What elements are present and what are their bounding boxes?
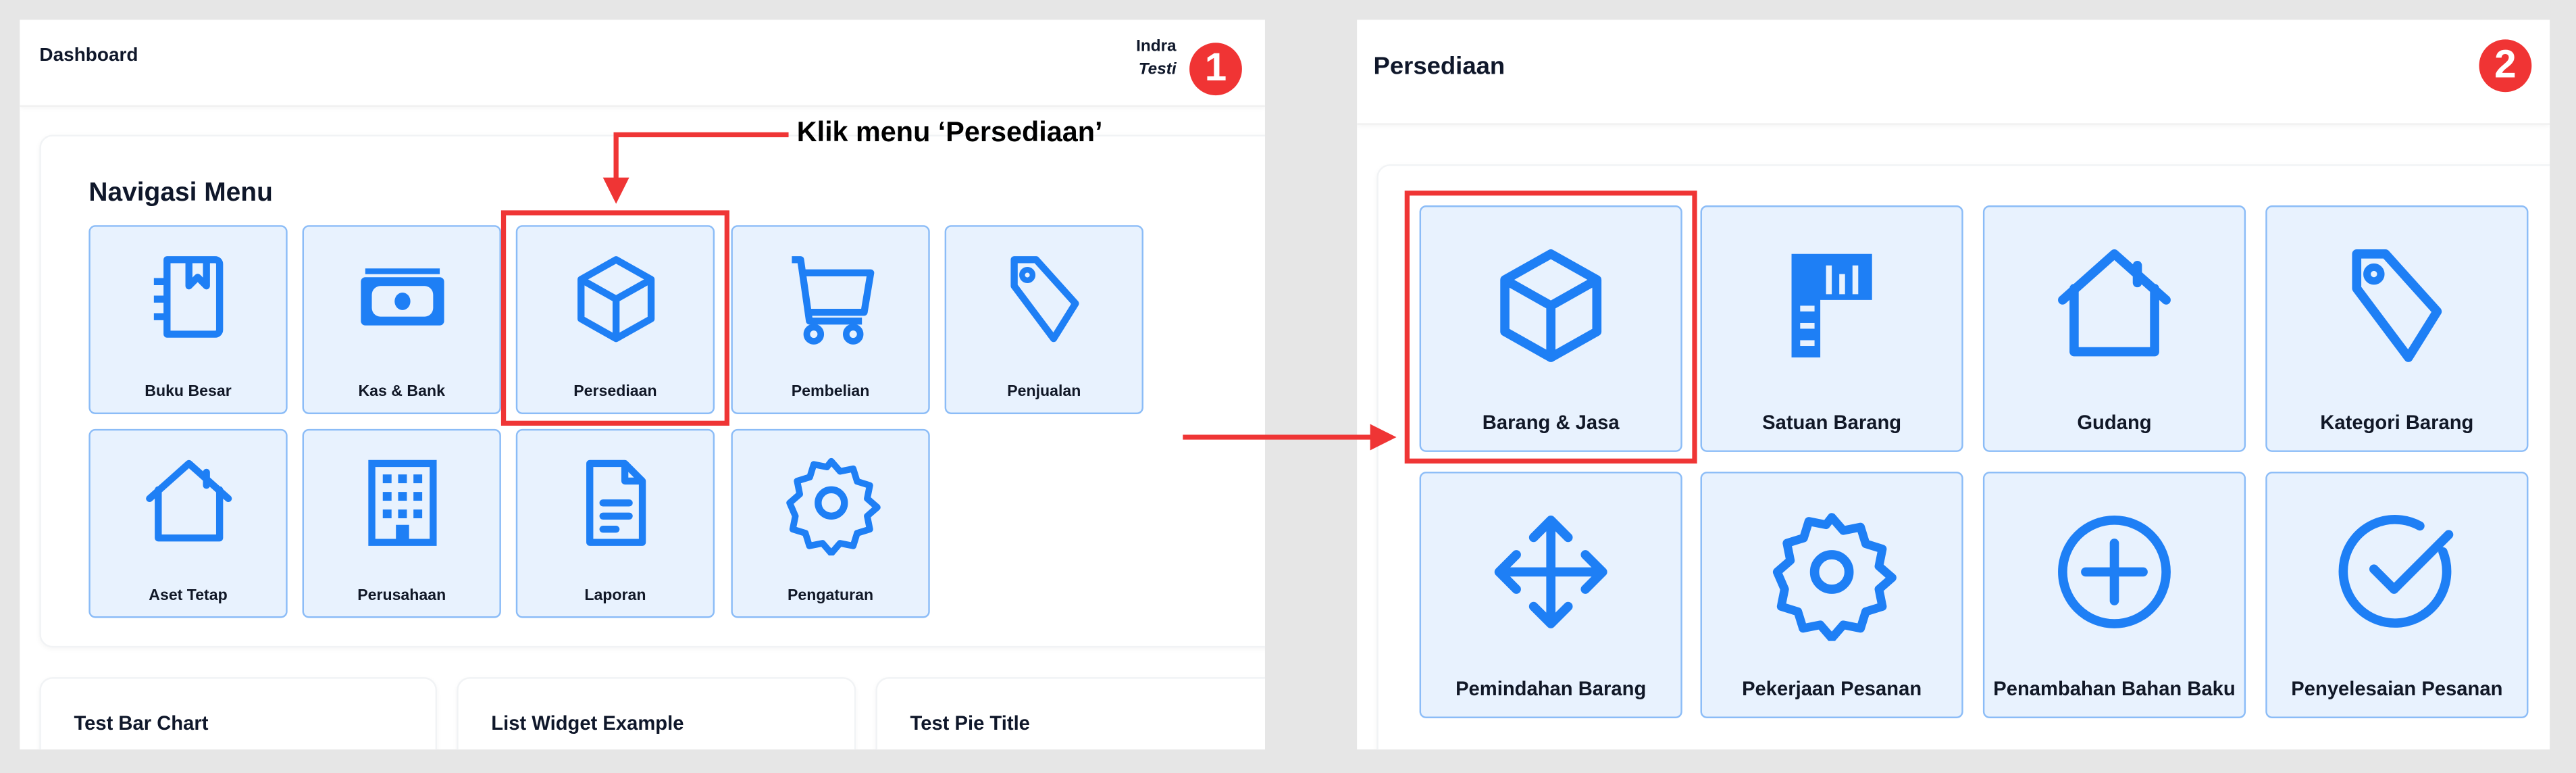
nav-title: Navigasi Menu [88, 179, 273, 207]
box-icon [1500, 249, 1602, 362]
tag-icon [2352, 249, 2442, 362]
menu-tile-penambahan-bahan-baku[interactable]: Penambahan Bahan Baku [1982, 472, 2246, 718]
menu-tile-penjualan[interactable]: Penjualan [944, 225, 1143, 414]
move-arrows-icon [1494, 516, 1607, 628]
tile-label: Penyelesaian Pesanan [2291, 677, 2503, 701]
menu-tile-gudang[interactable]: Gudang [1982, 205, 2246, 452]
user-company: Testi [1138, 60, 1177, 79]
step-badge: 2 [2479, 39, 2532, 93]
page-title: Persediaan [1373, 52, 1505, 81]
tile-label: Kas & Bank [358, 382, 445, 401]
tile-label: Pengaturan [787, 587, 874, 605]
widget-title: Test Pie Title [910, 712, 1030, 735]
tile-label: Laporan [584, 587, 646, 605]
tile-label: Perusahaan [357, 587, 446, 605]
cart-icon [791, 256, 874, 345]
highlight-box [1404, 191, 1697, 464]
plus-circle-icon [2058, 516, 2171, 628]
tile-label: Pemindahan Barang [1456, 677, 1647, 701]
tile-label: Pekerjaan Pesanan [1742, 677, 1922, 701]
dashboard-screen: Dashboard Indra Testi 1 Navigasi Menu Bu… [20, 20, 1265, 750]
menu-tile-kas-and-bank[interactable]: Kas & Bank [302, 225, 501, 414]
tag-icon [1010, 256, 1079, 343]
menu-tile-laporan[interactable]: Laporan [515, 428, 715, 618]
user-menu[interactable]: Indra Testi [1136, 36, 1176, 82]
tile-label: Persediaan [573, 382, 657, 401]
widget-title: Test Bar Chart [74, 712, 209, 735]
house-icon [145, 459, 232, 542]
ledger-book-icon [153, 256, 223, 338]
top-bar: Persediaan [1357, 20, 2550, 125]
menu-tile-pemindahan-barang[interactable]: Pemindahan Barang [1419, 472, 1682, 718]
menu-tile-aset-tetap[interactable]: Aset Tetap [88, 428, 288, 618]
document-icon [585, 459, 646, 546]
menu-tile-pembelian[interactable]: Pembelian [731, 225, 930, 414]
list-widget: List Widget Example [457, 677, 856, 750]
menu-tile-persediaan[interactable]: Persediaan [515, 225, 715, 414]
tile-label: Pembelian [791, 382, 870, 401]
gear-icon [1772, 513, 1897, 641]
bar-chart-widget: Test Bar Chart [39, 677, 438, 750]
menu-tile-barang-and-jasa[interactable]: Barang & Jasa [1419, 205, 1682, 452]
tile-label: Satuan Barang [1762, 411, 1902, 434]
tile-label: Buku Besar [145, 382, 232, 401]
menu-tile-pekerjaan-pesanan[interactable]: Pekerjaan Pesanan [1700, 472, 1963, 718]
tile-label: Aset Tetap [149, 587, 228, 605]
widget-title: List Widget Example [491, 712, 684, 735]
building-icon [367, 459, 436, 546]
top-bar: Dashboard Indra Testi [20, 20, 1265, 107]
arrowhead [602, 177, 629, 204]
menu-tile-penyelesaian-pesanan[interactable]: Penyelesaian Pesanan [2265, 472, 2529, 718]
box-icon [576, 256, 654, 343]
tile-label: Gudang [2077, 411, 2152, 434]
pie-chart-widget: Test Pie Title [875, 677, 1265, 750]
instruction-arrow [613, 132, 789, 184]
arrowhead [1370, 424, 1397, 451]
menu-tile-pengaturan[interactable]: Pengaturan [731, 428, 930, 618]
tile-label: Penambahan Bahan Baku [1993, 677, 2236, 701]
user-name: Indra [1136, 37, 1177, 56]
house-icon [2058, 249, 2171, 357]
menu-tile-satuan-barang[interactable]: Satuan Barang [1700, 205, 1963, 452]
banknote-icon [360, 268, 444, 326]
page-title: Dashboard [39, 46, 138, 66]
persediaan-screen: Persediaan 2 Barang & Jasa Satuan Barang G… [1357, 20, 2550, 750]
check-circle-icon [2338, 515, 2454, 628]
tile-label: Barang & Jasa [1482, 411, 1620, 434]
menu-tile-buku-besar[interactable]: Buku Besar [88, 225, 288, 414]
menu-tile-kategori-barang[interactable]: Kategori Barang [2265, 205, 2529, 452]
menu-tile-perusahaan[interactable]: Perusahaan [302, 428, 501, 618]
tile-label: Kategori Barang [2320, 411, 2474, 434]
step-badge: 1 [1189, 43, 1242, 96]
highlight-box [500, 210, 729, 426]
ruler-icon [1791, 253, 1872, 358]
gear-icon [785, 457, 880, 556]
tile-label: Penjualan [1007, 382, 1081, 401]
instruction-text: Klik menu ‘Persediaan’ [796, 116, 1103, 148]
